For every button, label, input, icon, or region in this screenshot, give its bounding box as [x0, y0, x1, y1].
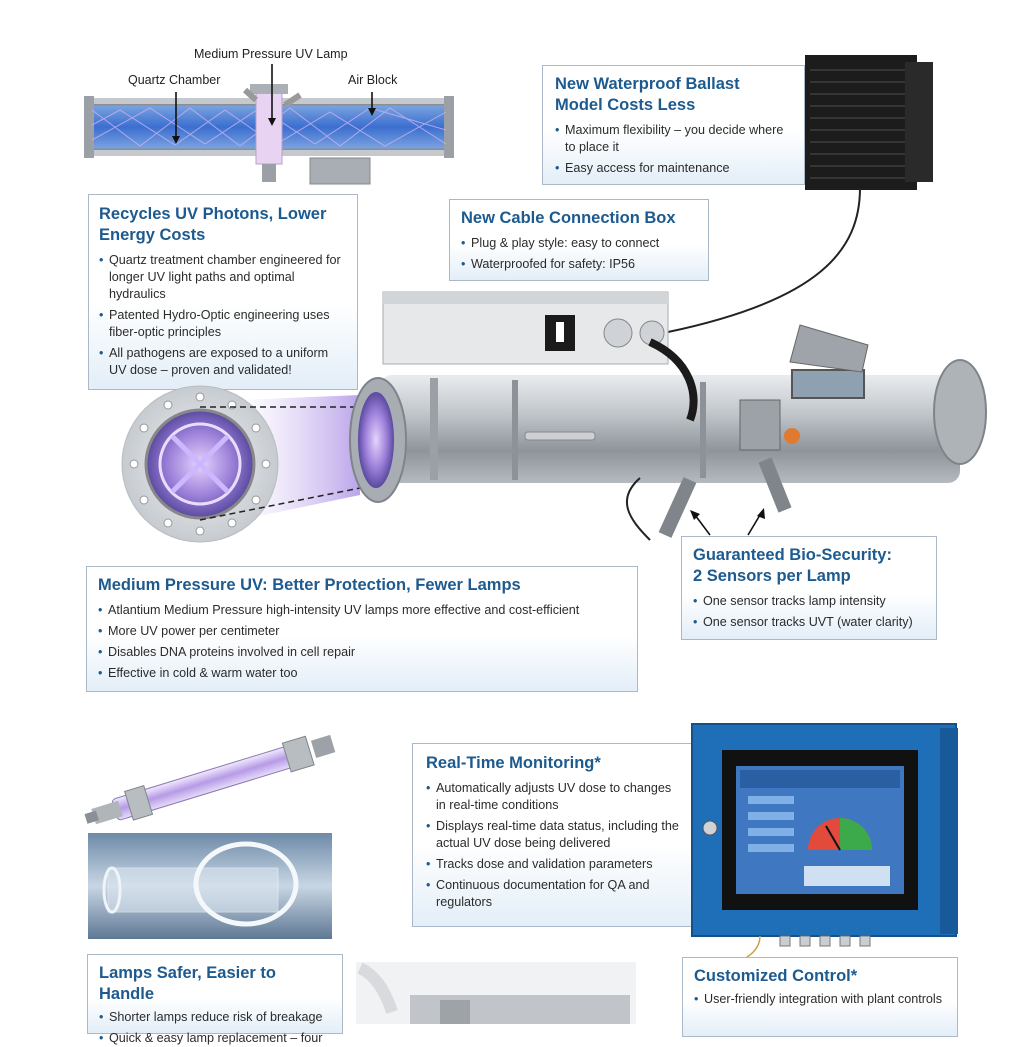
medium-pressure-bullet: More UV power per centimeter	[98, 623, 626, 640]
label-quartz-chamber: Quartz Chamber	[128, 73, 221, 87]
recycles-bullet: All pathogens are exposed to a uniform U…	[99, 345, 347, 379]
custom-control-callout: Customized Control* User-friendly integr…	[682, 957, 958, 1037]
medium-pressure-title: Medium Pressure UV: Better Protection, F…	[98, 576, 521, 594]
lamp-photos	[84, 734, 336, 939]
ballast-callout: New Waterproof Ballast Model Costs Less …	[542, 65, 805, 185]
medium-pressure-bullet: Effective in cold & warm water too	[98, 665, 626, 682]
medium-pressure-bullet: Disables DNA proteins involved in cell r…	[98, 644, 626, 661]
maintenance-photo	[356, 962, 636, 1024]
medium-pressure-callout: Medium Pressure UV: Better Protection, F…	[86, 566, 638, 692]
label-air-block: Air Block	[348, 73, 398, 87]
biosecurity-bullet: One sensor tracks UVT (water clarity)	[693, 614, 925, 631]
cable-box-title: New Cable Connection Box	[461, 209, 676, 227]
biosecurity-callout: Guaranteed Bio-Security: 2 Sensors per L…	[681, 536, 937, 640]
cable-box-bullet: Waterproofed for safety: IP56	[461, 256, 697, 273]
monitoring-title: Real-Time Monitoring*	[426, 754, 601, 772]
lamps-safer-title: Lamps Safer, Easier to Handle	[99, 964, 276, 1003]
ballast-bullet: Maximum flexibility – you decide where t…	[555, 122, 792, 156]
recycles-bullet: Patented Hydro-Optic engineering uses fi…	[99, 307, 347, 341]
ballast-unit-graphic	[667, 55, 933, 333]
monitoring-bullet: Automatically adjusts UV dose to changes…	[426, 780, 680, 814]
monitoring-bullet: Tracks dose and validation parameters	[426, 856, 680, 873]
lamps-safer-bullet: Shorter lamps reduce risk of breakage	[99, 1009, 331, 1026]
recycles-title-1: Recycles UV Photons, Lower	[99, 205, 327, 223]
ballast-bullet: Easy access for maintenance	[555, 160, 792, 177]
label-uv-lamp: Medium Pressure UV Lamp	[194, 47, 348, 61]
uv-reactor-graphic	[121, 291, 987, 543]
lamps-safer-bullet: Quick & easy lamp replacement – four	[99, 1030, 331, 1047]
ballast-title-1: New Waterproof Ballast	[555, 75, 740, 93]
ballast-title-2: Model Costs Less	[555, 96, 696, 114]
biosecurity-title-2: 2 Sensors per Lamp	[693, 567, 851, 585]
biosecurity-title-1: Guaranteed Bio-Security:	[693, 546, 892, 564]
monitoring-bullet: Continuous documentation for QA and regu…	[426, 877, 680, 911]
biosecurity-bullet: One sensor tracks lamp intensity	[693, 593, 925, 610]
recycles-title-2: Energy Costs	[99, 226, 206, 244]
cable-box-bullet: Plug & play style: easy to connect	[461, 235, 697, 252]
custom-control-title: Customized Control*	[694, 967, 858, 985]
custom-control-bullet: User-friendly integration with plant con…	[694, 991, 946, 1008]
recycles-bullet: Quartz treatment chamber engineered for …	[99, 252, 347, 303]
medium-pressure-bullet: Atlantium Medium Pressure high-intensity…	[98, 602, 626, 619]
cable-box-callout: New Cable Connection Box Plug & play sty…	[449, 199, 709, 281]
monitoring-bullet: Displays real-time data status, includin…	[426, 818, 680, 852]
chamber-diagram-graphic	[84, 64, 454, 185]
recycles-callout: Recycles UV Photons, Lower Energy Costs …	[88, 194, 358, 390]
monitoring-callout: Real-Time Monitoring* Automatically adju…	[412, 743, 694, 927]
control-panel-graphic	[691, 723, 958, 966]
